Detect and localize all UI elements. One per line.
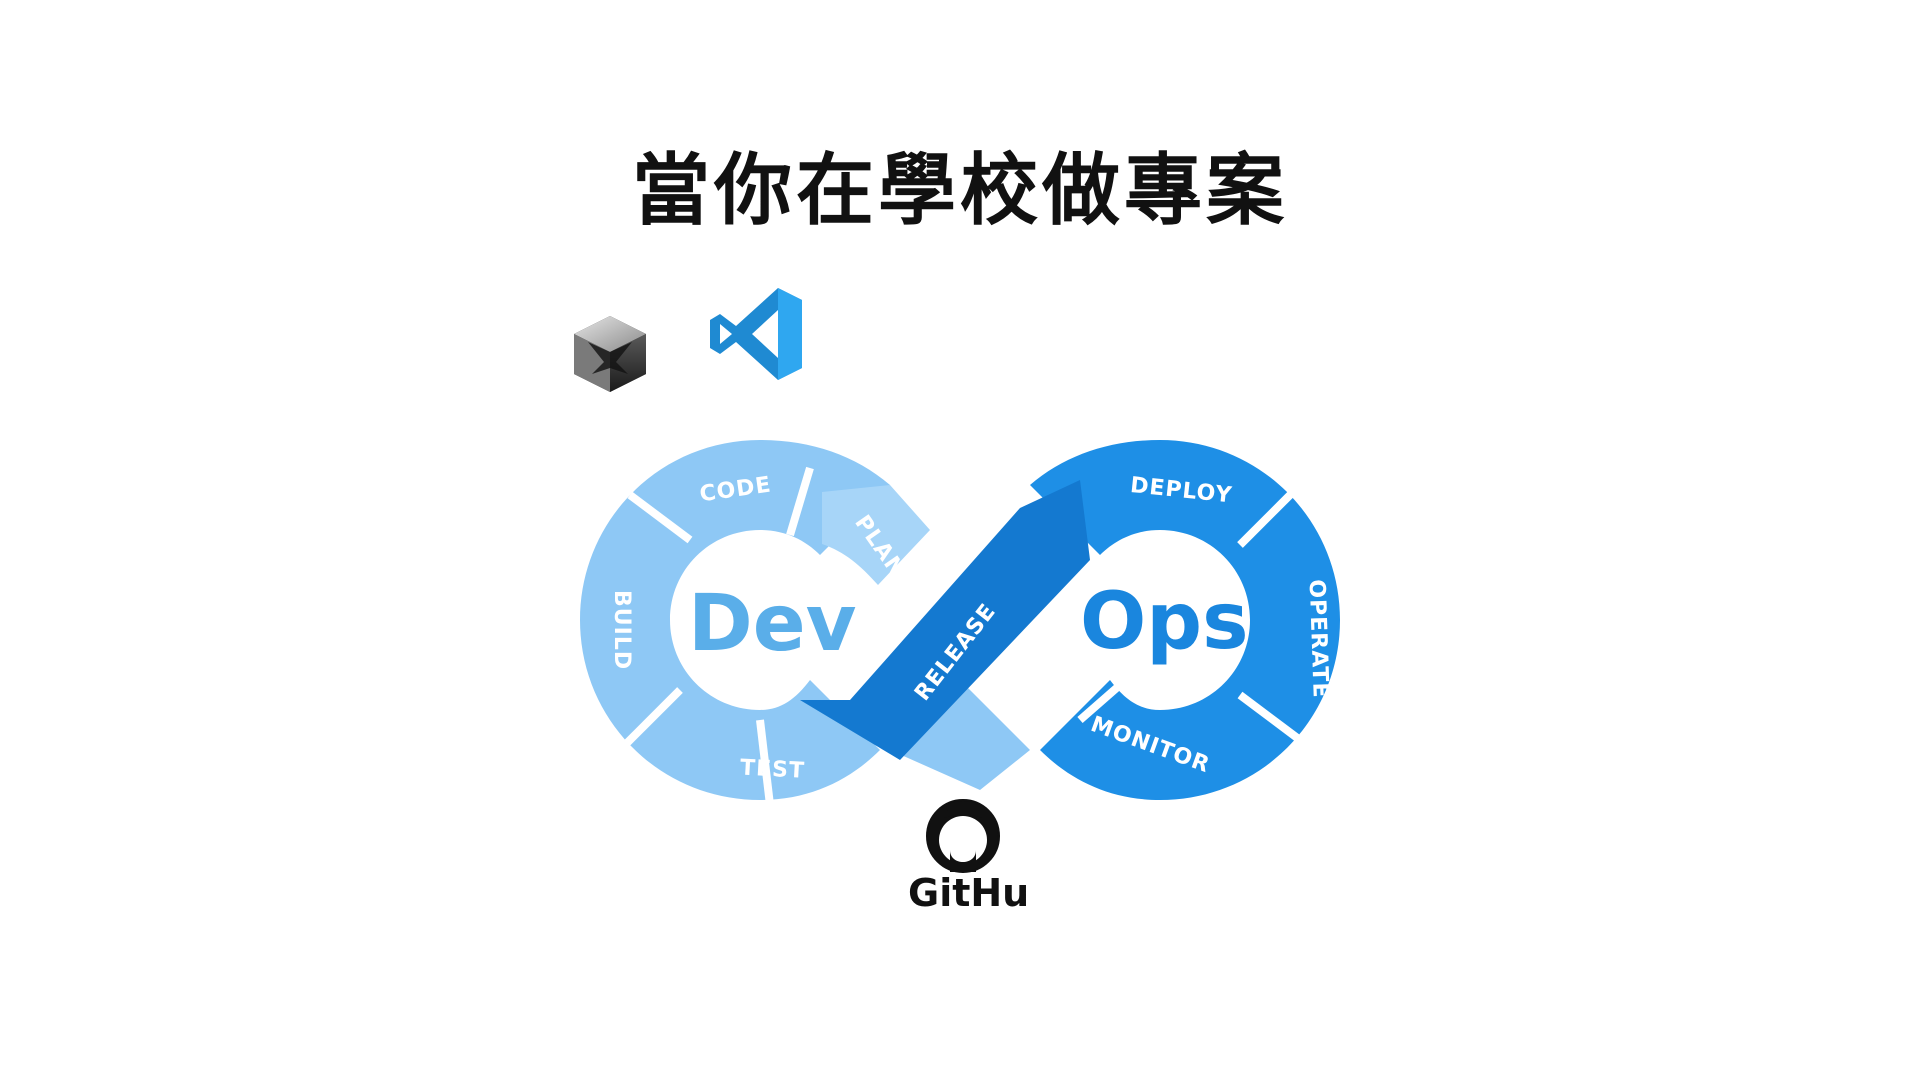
ops-label: Ops [1080, 577, 1249, 667]
devops-infinity-diagram: CODE PLAN BUILD TEST RELEASE DEPLOY OPER… [580, 440, 1340, 806]
dev-loop [580, 440, 890, 806]
plan-segment [822, 485, 930, 585]
github-wordmark: GitHub [908, 871, 1026, 912]
segment-test-label: TEST [739, 755, 805, 783]
vscode-icon [710, 288, 802, 380]
dev-label: Dev [688, 579, 857, 669]
github-octocat-icon [926, 799, 1000, 873]
release-segment [800, 480, 1090, 760]
github-logo: GitHub [908, 799, 1026, 912]
segment-operate-label: OPERATE [1304, 579, 1333, 699]
ops-loop [1030, 440, 1340, 800]
crossover-back [890, 680, 1030, 790]
segment-build-label: BUILD [609, 590, 634, 670]
slide-title: 當你在學校做專案 [631, 146, 1288, 236]
unity-icon [574, 316, 646, 392]
